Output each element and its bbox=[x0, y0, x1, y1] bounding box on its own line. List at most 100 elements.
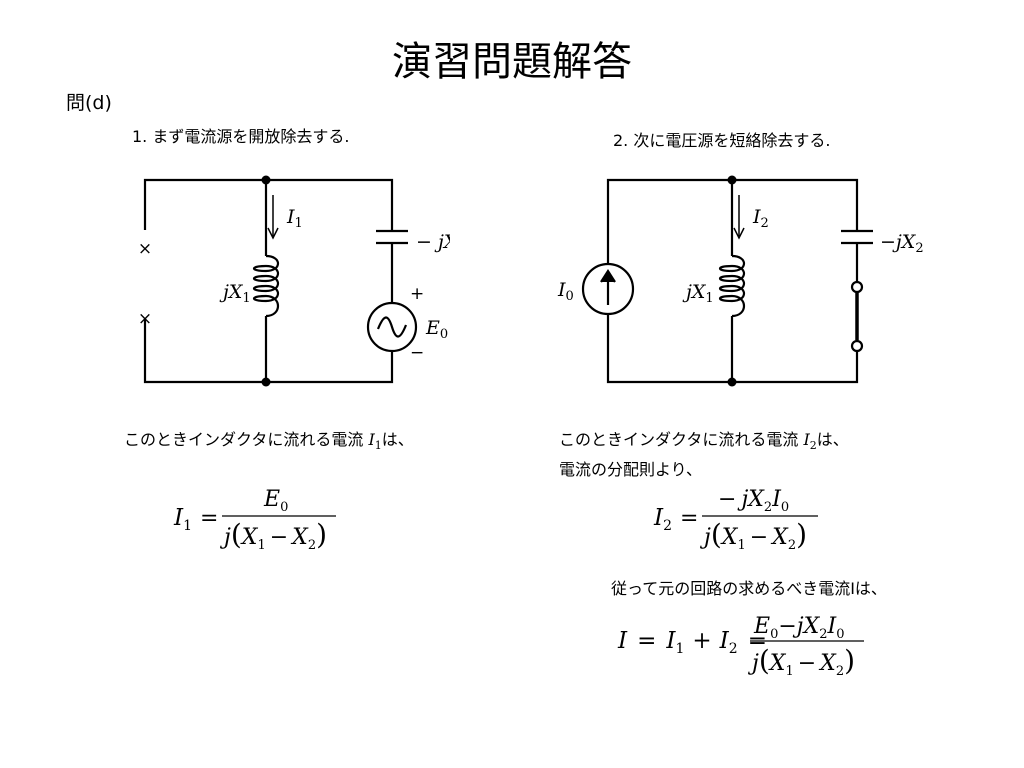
step2-desc-line2: 電流の分配則より、 bbox=[559, 460, 703, 480]
f3-t1: I bbox=[665, 628, 676, 654]
formula-3: I=I1+I2= E0−jX2I0 j(X1−X2) bbox=[617, 614, 864, 679]
f1-den-x2: X bbox=[290, 525, 309, 550]
c2-wire-top-right bbox=[732, 178, 859, 231]
c1-inductor-label: jX bbox=[219, 281, 244, 303]
step1-desc-sub: 1 bbox=[374, 439, 382, 453]
f3-den-minus: − bbox=[798, 651, 816, 676]
step1-desc-symbol: I bbox=[368, 430, 375, 449]
c1-open-mark-top: × bbox=[138, 239, 152, 259]
c2-current-source bbox=[581, 262, 635, 316]
step1-description: このときインダクタに流れる電流 I1は、 bbox=[124, 428, 414, 458]
circuit-diagram-1: × × I1 jX1 − jX2 E0 + − bbox=[138, 175, 450, 387]
c1-inductor-coil bbox=[252, 254, 280, 318]
f3-den-j: j bbox=[747, 651, 759, 676]
c1-open-mark-bottom: × bbox=[138, 309, 152, 329]
svg-text:−jX2: −jX2 bbox=[880, 231, 924, 256]
svg-text:I2: I2 bbox=[653, 505, 672, 534]
svg-text:jX1: jX1 bbox=[219, 281, 251, 306]
f1-den-j: j bbox=[219, 525, 231, 550]
f3-den-x1: X bbox=[768, 651, 787, 676]
c1-current-label: I bbox=[286, 206, 295, 228]
f3-t2-sub: 2 bbox=[729, 641, 738, 657]
c2-short-terminal-bottom bbox=[850, 339, 864, 353]
f2-den-open: ( bbox=[711, 518, 722, 551]
c1-node-bottom bbox=[261, 377, 271, 387]
c2-node-top bbox=[727, 175, 737, 185]
svg-text:E0: E0 bbox=[425, 317, 448, 342]
f2-den-minus: − bbox=[750, 525, 768, 550]
c2-source-arrow-head bbox=[600, 268, 616, 283]
c2-inductor-sub: 1 bbox=[705, 291, 713, 306]
svg-text:E0−jX2I0: E0−jX2I0 bbox=[753, 614, 845, 642]
f3-num-i-sub: 0 bbox=[836, 627, 844, 642]
f1-lhs-sub: 1 bbox=[183, 518, 192, 534]
svg-text:I2: I2 bbox=[752, 206, 769, 231]
c2-current-arrow-head bbox=[733, 227, 745, 240]
c2-inductor-coil bbox=[718, 254, 746, 318]
c2-current-sub: 2 bbox=[761, 216, 769, 231]
step2-heading: 2. 次に電圧源を短絡除去する. bbox=[613, 131, 831, 150]
circuit-diagram-2: I0 I2 jX1 −jX2 bbox=[557, 175, 924, 387]
c1-source-label: E bbox=[425, 317, 440, 339]
svg-text:I1: I1 bbox=[173, 505, 192, 534]
c2-capacitor-sub: 2 bbox=[915, 241, 923, 256]
c2-current-label: I bbox=[752, 206, 761, 228]
f1-den-x1-sub: 1 bbox=[257, 538, 265, 553]
step2-desc-text: このときインダクタに流れる電流 bbox=[559, 430, 799, 449]
step2-description: このときインダクタに流れる電流 I2は、 電流の分配則より、 bbox=[559, 428, 849, 482]
f2-lhs: I bbox=[653, 505, 664, 531]
f3-plus: + bbox=[692, 628, 711, 654]
c1-wire-top-right bbox=[266, 178, 394, 231]
svg-text:E0: E0 bbox=[263, 487, 288, 515]
f1-den-x2-sub: 2 bbox=[308, 538, 316, 553]
svg-text:− jX2: − jX2 bbox=[416, 231, 450, 256]
f3-num-e: E bbox=[753, 614, 770, 639]
svg-text:I0: I0 bbox=[557, 279, 574, 304]
c1-wire-bottom-left bbox=[143, 318, 266, 384]
c1-voltage-source bbox=[366, 301, 418, 353]
c1-plus-sign: + bbox=[410, 284, 424, 304]
c2-source-sub: 0 bbox=[566, 289, 574, 304]
c1-capacitor-label: − jX bbox=[416, 231, 450, 253]
f3-t2: I bbox=[719, 628, 730, 654]
f1-den-close: ) bbox=[316, 518, 327, 551]
step2-desc-symbol: I bbox=[803, 430, 810, 449]
f1-den-open: ( bbox=[231, 518, 242, 551]
f2-num-i-sub: 0 bbox=[781, 500, 789, 515]
c2-wire-bottom-left bbox=[606, 314, 732, 384]
f3-num-i: I bbox=[827, 614, 838, 639]
f2-den-x1-sub: 1 bbox=[737, 538, 745, 553]
svg-text:j(X1−X2): j(X1−X2) bbox=[747, 644, 855, 679]
f1-lhs: I bbox=[173, 505, 184, 531]
f3-eq1: = bbox=[637, 628, 656, 654]
f1-eq: = bbox=[200, 506, 218, 531]
svg-text:j(X1−X2): j(X1−X2) bbox=[699, 518, 807, 553]
f2-eq: = bbox=[680, 506, 698, 531]
f1-num-sub: 0 bbox=[280, 500, 288, 515]
c2-source-label: I bbox=[557, 279, 566, 301]
c1-minus-sign: − bbox=[410, 343, 424, 363]
step2-desc-sub: 2 bbox=[809, 439, 817, 453]
f3-num-j: jX bbox=[792, 614, 821, 639]
f3-den-open: ( bbox=[759, 644, 770, 677]
step2-desc-tail: は、 bbox=[816, 430, 849, 449]
c1-wire-bottom-right bbox=[266, 351, 394, 384]
formula-2: I2 = −jX2I0 j(X1−X2) bbox=[653, 487, 818, 553]
f2-den-close: ) bbox=[796, 518, 807, 551]
f1-den-x1: X bbox=[240, 525, 259, 550]
c1-source-wave bbox=[376, 316, 408, 338]
f3-num-minus: − bbox=[778, 614, 796, 639]
svg-text:−jX2I0: −jX2I0 bbox=[718, 487, 789, 515]
c1-node-top bbox=[261, 175, 271, 185]
c1-inductor-sub: 1 bbox=[242, 291, 250, 306]
svg-text:I1: I1 bbox=[286, 206, 303, 231]
f2-den-j: j bbox=[699, 525, 711, 550]
c1-current-sub: 1 bbox=[295, 216, 303, 231]
f3-t1-sub: 1 bbox=[675, 641, 684, 657]
f2-num-j-sub: 2 bbox=[764, 500, 772, 515]
c2-short-terminal-top bbox=[850, 280, 864, 294]
c1-current-arrow-head bbox=[267, 227, 279, 240]
f3-num-e-sub: 0 bbox=[770, 627, 778, 642]
c1-source-sub: 0 bbox=[440, 327, 448, 342]
f2-num-minus: − bbox=[718, 487, 736, 512]
